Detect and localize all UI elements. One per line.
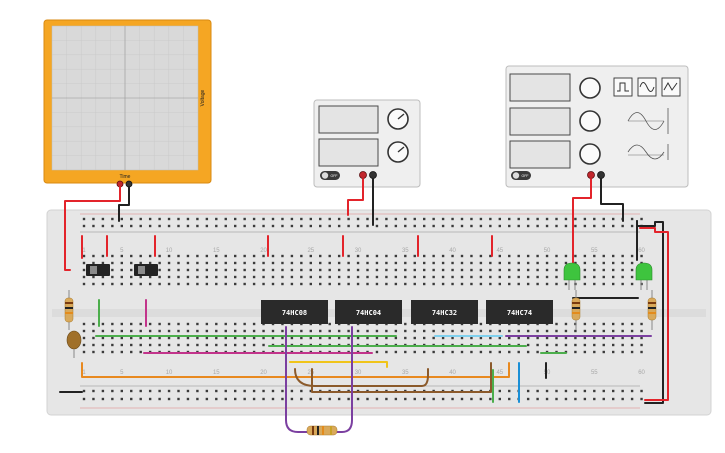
- chip-label: 74HC32: [432, 309, 457, 317]
- column-number: 5: [120, 370, 124, 376]
- offset-diagram: [627, 144, 669, 160]
- chip-74hc04[interactable]: 74HC04: [335, 300, 402, 324]
- chip-label: 74HC08: [282, 309, 307, 317]
- amplitude-diagram: [627, 108, 669, 134]
- chip-74hc74[interactable]: 74HC74: [486, 300, 553, 324]
- column-number: 60: [638, 370, 645, 376]
- resistor-right-1[interactable]: [571, 290, 581, 330]
- column-number: 55: [591, 248, 598, 254]
- wire-scope-signal[interactable]: [64, 186, 121, 271]
- oscilloscope-x-label: Time: [120, 174, 131, 180]
- frequency-knob[interactable]: [579, 77, 601, 99]
- column-number: 35: [402, 248, 409, 254]
- psu-negative-terminal[interactable]: [369, 171, 377, 179]
- wire-scope-ground[interactable]: [118, 186, 130, 222]
- column-number: 10: [166, 370, 173, 376]
- psu-display-voltage: [318, 105, 379, 134]
- column-number: 1: [82, 248, 86, 254]
- chip-label: 74HC74: [507, 309, 532, 317]
- psu-display-current: [318, 138, 379, 167]
- fg-off-label: OFF: [522, 174, 529, 178]
- resistor-left[interactable]: [64, 290, 74, 330]
- offset-knob[interactable]: [579, 143, 601, 165]
- led-green-2[interactable]: [635, 262, 653, 290]
- column-number: 15: [213, 370, 220, 376]
- psu-off-label: OFF: [331, 174, 338, 178]
- column-number: 50: [544, 248, 551, 254]
- column-number: 30: [355, 248, 362, 254]
- chip-74hc08[interactable]: 74HC08: [261, 300, 328, 324]
- wire-right-power-tie[interactable]: [639, 227, 669, 401]
- fg-negative-terminal[interactable]: [597, 171, 605, 179]
- slide-switch-1[interactable]: [86, 264, 110, 276]
- oscilloscope-grid: [52, 26, 198, 170]
- fg-display-amplitude: [509, 107, 571, 136]
- chip-label: 74HC04: [356, 309, 381, 317]
- wire-fg-ground[interactable]: [600, 178, 624, 222]
- column-number: 50: [544, 370, 551, 376]
- column-number: 20: [260, 370, 267, 376]
- wire-yellow[interactable]: [289, 361, 388, 368]
- oscilloscope[interactable]: Voltage Time: [43, 19, 212, 188]
- column-number: 10: [166, 248, 173, 254]
- resistor-bottom[interactable]: [306, 425, 338, 436]
- resistor-right-2[interactable]: [647, 290, 657, 330]
- wire-brown-1[interactable]: [294, 368, 429, 387]
- column-number: 40: [449, 248, 456, 254]
- function-generator[interactable]: OFF: [505, 65, 689, 188]
- column-number: 40: [449, 370, 456, 376]
- wire-psu-positive[interactable]: [347, 178, 364, 216]
- wire-brown-2[interactable]: [311, 362, 492, 393]
- column-number: 45: [496, 248, 503, 254]
- column-number: 60: [638, 248, 645, 254]
- column-number: 5: [120, 248, 124, 254]
- fg-positive-terminal[interactable]: [587, 171, 595, 179]
- column-number: 55: [591, 370, 598, 376]
- fg-display-offset: [509, 140, 571, 169]
- column-number: 20: [260, 248, 267, 254]
- triangle-wave-icon[interactable]: [661, 77, 681, 97]
- wire-fg-output[interactable]: [572, 178, 592, 271]
- column-number: 45: [496, 370, 503, 376]
- power-supply[interactable]: OFF: [313, 99, 421, 188]
- oscilloscope-y-label: Voltage: [200, 89, 206, 106]
- psu-positive-terminal[interactable]: [359, 171, 367, 179]
- column-number: 30: [355, 370, 362, 376]
- column-number: 35: [402, 370, 409, 376]
- capacitor-left[interactable]: [66, 330, 82, 358]
- column-number: 25: [307, 248, 314, 254]
- column-number: 1: [82, 370, 86, 376]
- slide-switch-2[interactable]: [134, 264, 158, 276]
- led-green-1[interactable]: [563, 262, 581, 290]
- square-wave-icon[interactable]: [613, 77, 633, 97]
- fg-display-frequency: [509, 73, 571, 102]
- chip-74hc32[interactable]: 74HC32: [411, 300, 478, 324]
- column-number: 15: [213, 248, 220, 254]
- amplitude-knob[interactable]: [579, 110, 601, 132]
- wires: [59, 178, 669, 433]
